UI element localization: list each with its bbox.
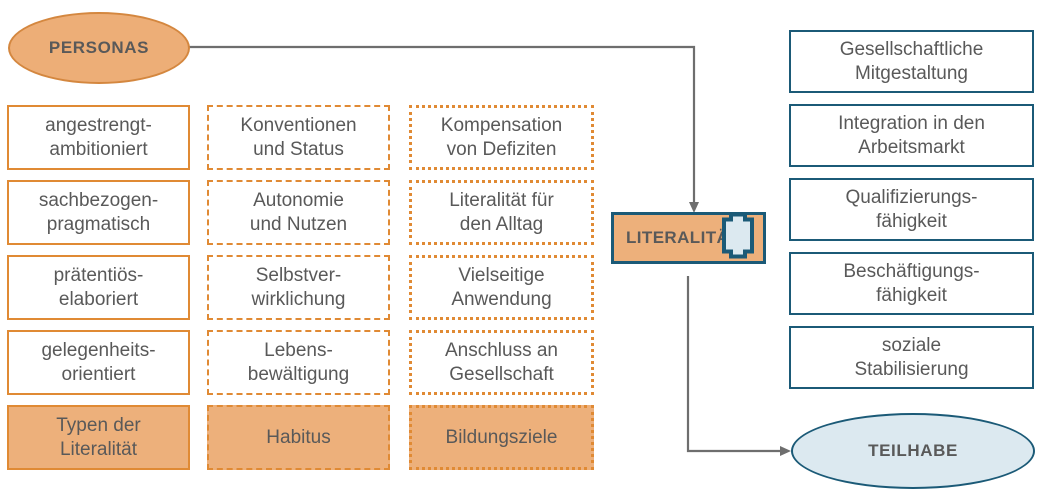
outcome-label: soziale Stabilisierung — [854, 335, 969, 380]
outcome-soziale-stabilisierung[interactable]: soziale Stabilisierung — [789, 326, 1034, 389]
summary-habitus[interactable]: Habitus — [207, 405, 390, 470]
item-label: sachbezogen- pragmatisch — [38, 190, 159, 235]
item-label: gelegenheits- orientiert — [41, 340, 156, 385]
node-literalitaet[interactable]: LITERALITÄT — [611, 212, 766, 264]
outcome-label: Qualifizierungs- fähigkeit — [845, 187, 978, 232]
node-teilhabe[interactable]: TEILHABE — [791, 413, 1035, 489]
book-icon — [721, 212, 755, 264]
outcome-beschaeftigungsfaehigkeit[interactable]: Beschäftigungs- fähigkeit — [789, 252, 1034, 315]
item-label: Selbstver- wirklichung — [251, 265, 346, 310]
item-label: prätentiös- elaboriert — [53, 265, 144, 310]
summary-label: Bildungsziele — [445, 426, 558, 448]
outcome-integration-arbeitsmarkt[interactable]: Integration in den Arbeitsmarkt — [789, 104, 1034, 167]
outcome-qualifizierungsfaehigkeit[interactable]: Qualifizierungs- fähigkeit — [789, 178, 1034, 241]
item-bildungsziele-3[interactable]: Vielseitige Anwendung — [409, 255, 594, 320]
item-habitus-3[interactable]: Selbstver- wirklichung — [207, 255, 390, 320]
item-label: Literalität für den Alltag — [449, 190, 554, 235]
summary-label: Typen der Literalität — [56, 415, 141, 460]
item-typen-3[interactable]: prätentiös- elaboriert — [7, 255, 190, 320]
item-label: angestrengt- ambitioniert — [45, 115, 152, 160]
outcome-label: Gesellschaftliche Mitgestaltung — [839, 39, 984, 84]
node-personas[interactable]: PERSONAS — [8, 12, 190, 84]
item-label: Vielseitige Anwendung — [451, 265, 552, 310]
item-label: Kompensation von Defiziten — [440, 115, 563, 160]
item-label: Anschluss an Gesellschaft — [444, 340, 558, 385]
node-literalitaet-label: LITERALITÄT — [626, 228, 740, 247]
outcome-gesellschaftliche-mitgestaltung[interactable]: Gesellschaftliche Mitgestaltung — [789, 30, 1034, 93]
item-label: Autonomie und Nutzen — [249, 190, 348, 235]
item-label: Konventionen und Status — [240, 115, 357, 160]
outcome-label: Integration in den Arbeitsmarkt — [838, 113, 985, 158]
outcome-label: Beschäftigungs- fähigkeit — [843, 261, 980, 306]
summary-bildungsziele[interactable]: Bildungsziele — [409, 405, 594, 470]
node-teilhabe-label: TEILHABE — [868, 441, 958, 460]
summary-typen-der-literalitaet[interactable]: Typen der Literalität — [7, 405, 190, 470]
node-personas-label: PERSONAS — [48, 38, 150, 57]
item-bildungsziele-1[interactable]: Kompensation von Defiziten — [409, 105, 594, 170]
item-habitus-1[interactable]: Konventionen und Status — [207, 105, 390, 170]
item-bildungsziele-2[interactable]: Literalität für den Alltag — [409, 180, 594, 245]
item-label: Lebens- bewältigung — [247, 340, 350, 385]
summary-label: Habitus — [266, 426, 331, 448]
item-typen-1[interactable]: angestrengt- ambitioniert — [7, 105, 190, 170]
item-typen-4[interactable]: gelegenheits- orientiert — [7, 330, 190, 395]
item-typen-2[interactable]: sachbezogen- pragmatisch — [7, 180, 190, 245]
item-bildungsziele-4[interactable]: Anschluss an Gesellschaft — [409, 330, 594, 395]
item-habitus-4[interactable]: Lebens- bewältigung — [207, 330, 390, 395]
item-habitus-2[interactable]: Autonomie und Nutzen — [207, 180, 390, 245]
